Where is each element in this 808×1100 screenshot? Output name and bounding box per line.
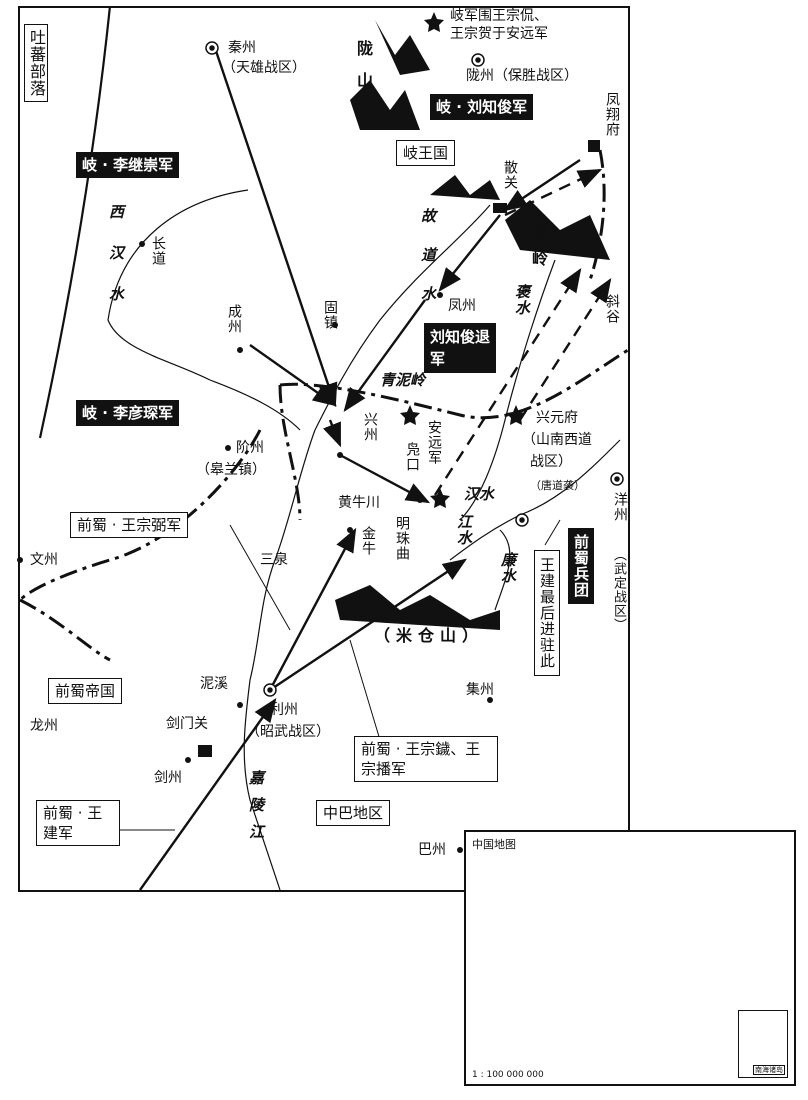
army-shu-group: 前蜀兵团 [568,528,594,604]
river-jiangshui: 江水 [455,514,473,546]
army-li-yanchen: 岐 · 李彦琛军 [76,400,180,426]
place-lizhou: 利州 [270,702,298,718]
place-longzhou-n: 陇州（保胜战区） [466,68,578,84]
region-former-shu: 前蜀帝国 [48,678,123,704]
place-shannan: （山南西道 [522,432,592,448]
town-dots [17,241,493,853]
army-wang-jian: 前蜀 · 王建军 [36,800,120,846]
inset-china-map: 中国地图 1 : 100 000 000 南海诸岛 [464,830,796,1086]
inset-south-sea-box: 南海诸岛 [738,1010,788,1078]
place-chengzhou: 成州 [226,304,242,334]
place-sanquan: 三泉 [260,552,288,568]
place-fengzhou: 凤州 [448,298,476,314]
army-wang-zongbi: 前蜀 · 王宗弼军 [70,512,189,538]
river-baoshui: 褒水 [513,284,531,316]
river-lianshui: 廉水 [499,552,517,584]
place-jizhou: 集州 [466,682,494,698]
place-zhaowu: （昭武战区） [246,724,330,740]
place-fengxiang: 凤翔府 [604,92,620,137]
place-anyuanjun: 安远军 [426,420,442,465]
place-tianxiong: （天雄战区） [222,60,306,76]
place-jianzhou: 剑州 [154,770,182,786]
place-guzhen: 固镇 [322,300,338,330]
note-siege-2: 王宗贺于安远军 [450,26,548,42]
river-gudaoshui: 故道水 [419,208,437,325]
dashed-arrows [433,168,612,496]
place-xingzhou: 兴州 [362,412,378,442]
inset-title: 中国地图 [472,838,516,851]
place-xingyuan: 兴元府 [536,410,578,426]
place-qingniling: 青泥岭 [380,371,426,389]
river-xihanshui: 西汉水 [107,204,125,327]
leader-lines [120,519,561,831]
army-li-jichong: 岐 · 李继崇军 [76,152,180,178]
frontier-lines [18,149,629,662]
place-jianmenguan: 剑门关 [166,716,208,732]
place-jinniu: 金牛 [360,526,376,556]
place-yangzhou: 洋州 [612,492,628,522]
movement-arrows [139,47,581,891]
place-sanguan: 散关 [502,160,518,190]
tubo-boundary [38,5,112,439]
region-zhongba: 中巴地区 [316,800,391,826]
place-bazhou: 巴州 [418,842,446,858]
place-jiezhou: 阶州 [236,440,264,456]
place-xiegu: 斜谷 [604,294,620,324]
river-jialingjiang: 嘉陵江 [247,770,265,851]
place-changdao: 长道 [150,236,166,266]
place-longzhou-s: 龙州 [30,718,58,734]
fortress-symbols [198,140,600,757]
army-wang-zongyue: 前蜀 · 王宗鐬、王宗播军 [354,736,498,782]
battle-stars [400,12,526,508]
place-wuding: （武定战区） [611,548,626,632]
inset-scale: 1 : 100 000 000 [472,1070,544,1080]
city-symbols [205,41,624,697]
note-wang-jian-final: 王建最后进驻此 [534,550,560,676]
army-liu-zhijun-retreat: 刘知俊退军 [424,323,496,373]
mountain-longshan: 陇山 [354,40,373,104]
place-wenzhou: 文州 [30,552,58,568]
note-siege-1: 岐军围王宗侃、 [450,8,548,24]
region-qi-kingdom: 岐王国 [396,140,456,166]
place-mingzhuqu: 明珠曲 [394,516,410,561]
place-tangdaoxi: （唐道袭） [530,479,585,492]
inset-sea-label: 南海诸岛 [753,1065,785,1075]
mountain-qinling: 秦岭 [529,224,548,276]
place-jiankou: 凫口 [404,442,420,472]
river-hanshui: 汉水 [464,485,495,503]
place-gaolan: （皋兰镇） [196,462,266,478]
place-nixi: 泥溪 [200,676,228,692]
place-qinzhou: 秦州 [228,40,256,56]
place-zhanqu: 战区） [530,454,572,470]
army-liu-zhijun: 岐 · 刘知俊军 [430,94,534,120]
mountain-micangshan: （米仓山） [374,626,485,645]
region-tubo: 吐蕃部落 [24,24,48,102]
place-huangniuchuan: 黄牛川 [338,495,380,511]
